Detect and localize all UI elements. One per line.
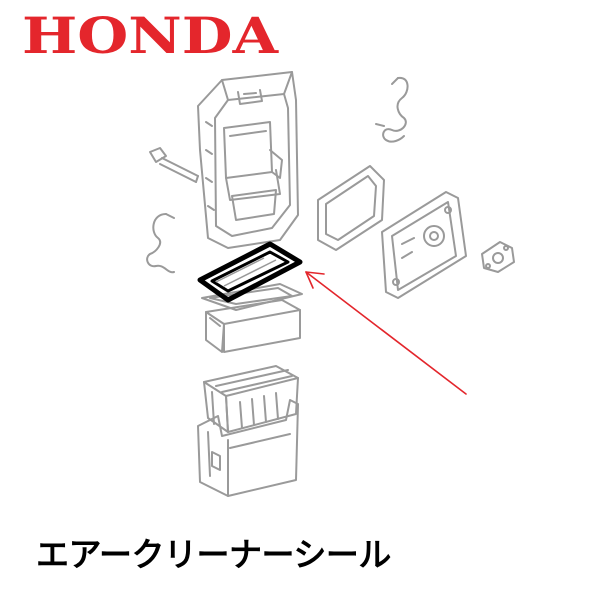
- gasket: [317, 165, 385, 251]
- wire-clip-right: [375, 76, 409, 143]
- honda-logo-text: HONDA: [22, 6, 279, 65]
- small-gasket: [481, 241, 515, 273]
- air-cleaner-case: [197, 399, 299, 497]
- air-cleaner-seal-highlight: [197, 241, 303, 303]
- bolt: [149, 147, 199, 183]
- pointer-arrow: [305, 271, 467, 395]
- housing-back-plate: [197, 71, 299, 249]
- part-name-caption: エアークリーナーシール: [36, 535, 391, 574]
- paper-filter-element: [203, 365, 299, 433]
- wire-clip-left: [146, 213, 175, 274]
- honda-logo: HONDA: [22, 6, 279, 65]
- foam-filter: [205, 299, 301, 353]
- cover-plate: [381, 191, 467, 299]
